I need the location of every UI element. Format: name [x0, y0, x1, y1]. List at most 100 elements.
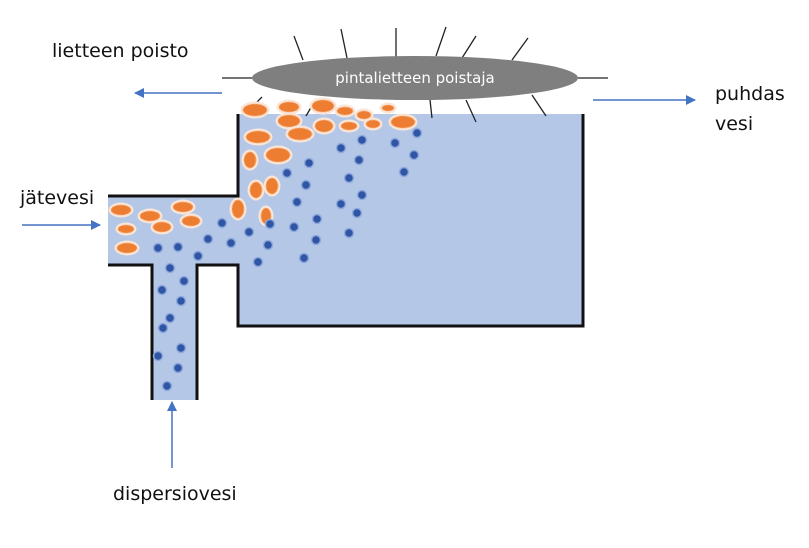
sludge-floc	[170, 199, 196, 215]
sludge-floc	[243, 128, 273, 146]
sludge-floc-core	[356, 110, 372, 120]
sludge-floc	[334, 104, 356, 118]
clean-water-label-line2: vesi	[715, 113, 753, 135]
air-bubble	[172, 241, 184, 253]
air-bubble	[156, 284, 168, 296]
sludge-floc-core	[242, 103, 268, 117]
air-bubble	[343, 172, 355, 184]
air-bubble	[152, 350, 164, 362]
wastewater-label: jätevesi	[19, 187, 94, 209]
skimmer-blade	[340, 28, 348, 59]
sludge-floc	[108, 202, 134, 218]
sludge-floc-core	[265, 177, 279, 195]
sludge-floc-core	[340, 121, 358, 131]
air-bubble	[152, 242, 164, 254]
air-bubble	[264, 218, 276, 230]
skimmer-blade	[429, 99, 433, 119]
sludge-floc	[137, 208, 163, 224]
skimmer-blade	[465, 99, 477, 123]
pipe-left-wall	[108, 263, 154, 400]
air-bubble	[192, 250, 204, 262]
air-bubble	[343, 227, 355, 239]
air-bubble	[243, 226, 255, 238]
sludge-floc-core	[287, 127, 313, 141]
sludge-floc	[312, 117, 336, 135]
air-bubbles	[152, 127, 423, 392]
sludge-floc	[338, 119, 360, 133]
sludge-floc	[179, 213, 203, 229]
air-bubble	[335, 142, 347, 154]
sludge-floc-core	[245, 130, 271, 144]
air-bubble	[175, 295, 187, 307]
tank-walls	[108, 114, 585, 400]
sludge-floc-core	[243, 151, 257, 169]
air-bubble	[157, 322, 169, 334]
air-bubble	[288, 221, 300, 233]
dispersion-water-label: dispersiovesi	[113, 483, 237, 505]
air-bubble	[310, 234, 322, 246]
sludge-floc	[363, 117, 383, 131]
skimmer-blade	[435, 26, 447, 57]
sludge-floc	[229, 197, 247, 221]
air-bubble	[172, 362, 184, 374]
air-bubble	[216, 217, 228, 229]
air-bubble	[164, 312, 176, 324]
sludge-floc-core	[277, 114, 301, 128]
sludge-floc	[276, 99, 302, 115]
sludge-floc-core	[314, 119, 334, 133]
sludge-floc	[263, 145, 293, 165]
air-bubble	[252, 256, 264, 268]
sludge-floc-core	[152, 221, 172, 233]
inlet-top-wall	[108, 114, 240, 198]
air-bubble	[311, 213, 323, 225]
sludge-floc-core	[265, 147, 291, 163]
air-bubble	[389, 137, 401, 149]
sludge-floc	[115, 222, 137, 236]
sludge-floc	[388, 113, 418, 131]
air-bubble	[408, 149, 420, 161]
sludge-floc-core	[278, 101, 300, 113]
water-body	[108, 114, 583, 400]
air-bubble	[411, 127, 423, 139]
air-bubble	[300, 179, 312, 191]
air-bubble	[164, 262, 176, 274]
clean-water-label-line1: puhdas	[715, 83, 785, 105]
sludge-floc-core	[181, 215, 201, 227]
skimmer-label: pintalietteen poistaja	[335, 69, 494, 87]
sludge-floc	[240, 101, 270, 119]
air-bubble	[262, 239, 274, 251]
sludge-floc-core	[117, 224, 135, 234]
air-bubble	[298, 252, 310, 264]
sludge-floc	[379, 102, 397, 114]
air-bubble	[175, 342, 187, 354]
sludge-flocs	[108, 97, 418, 256]
sludge-floc	[309, 97, 337, 115]
air-bubble	[225, 237, 237, 249]
sludge-floc-core	[249, 181, 263, 199]
skimmer-ellipse	[252, 56, 578, 100]
sludge-floc-core	[139, 210, 161, 222]
air-bubble	[178, 275, 190, 287]
skimmer-blade	[531, 94, 547, 117]
tank-bottom-wall	[195, 114, 585, 400]
skimmer-blade	[293, 35, 304, 61]
sludge-floc-core	[231, 199, 245, 219]
air-bubble	[291, 196, 303, 208]
sludge-floc-core	[172, 201, 194, 213]
skimmer-blade	[461, 35, 477, 59]
sludge-floc	[241, 149, 259, 171]
sludge-floc	[285, 125, 315, 143]
sludge-floc	[114, 240, 140, 256]
sludge-floc-core	[311, 99, 335, 113]
sludge-floc	[263, 175, 281, 197]
skimmer-blade	[511, 37, 529, 61]
sludge-floc-core	[116, 242, 138, 254]
sludge-removal-label: lietteen poisto	[52, 40, 189, 62]
sludge-floc-core	[390, 115, 416, 129]
air-bubble	[356, 189, 368, 201]
air-bubble	[398, 166, 410, 178]
air-bubble	[161, 380, 173, 392]
flow-arrows	[22, 88, 696, 468]
